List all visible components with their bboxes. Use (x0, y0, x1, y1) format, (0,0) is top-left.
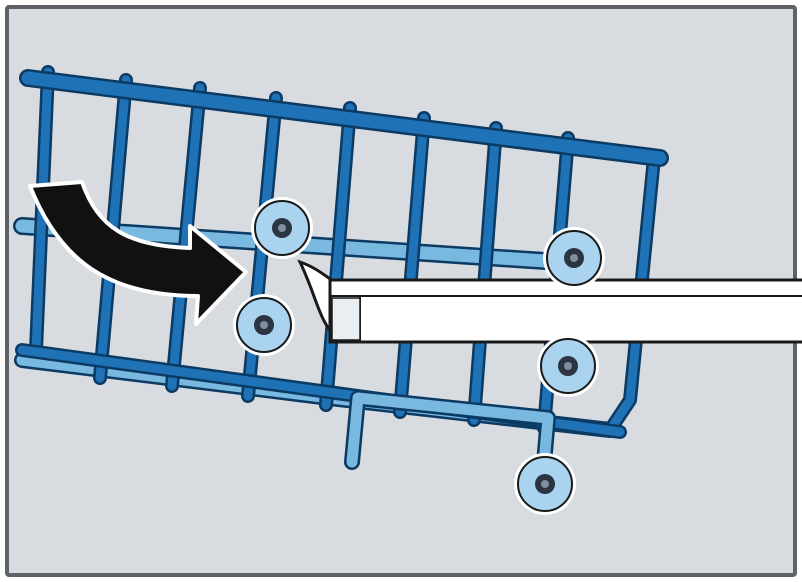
roller-wheel-icon (543, 227, 605, 289)
roller-wheel-icon (514, 453, 576, 515)
rail-body (330, 280, 802, 342)
roller-wheel-icon (233, 294, 295, 356)
roller-wheel-icon (251, 197, 313, 259)
roller-wheel-icon (537, 335, 599, 397)
